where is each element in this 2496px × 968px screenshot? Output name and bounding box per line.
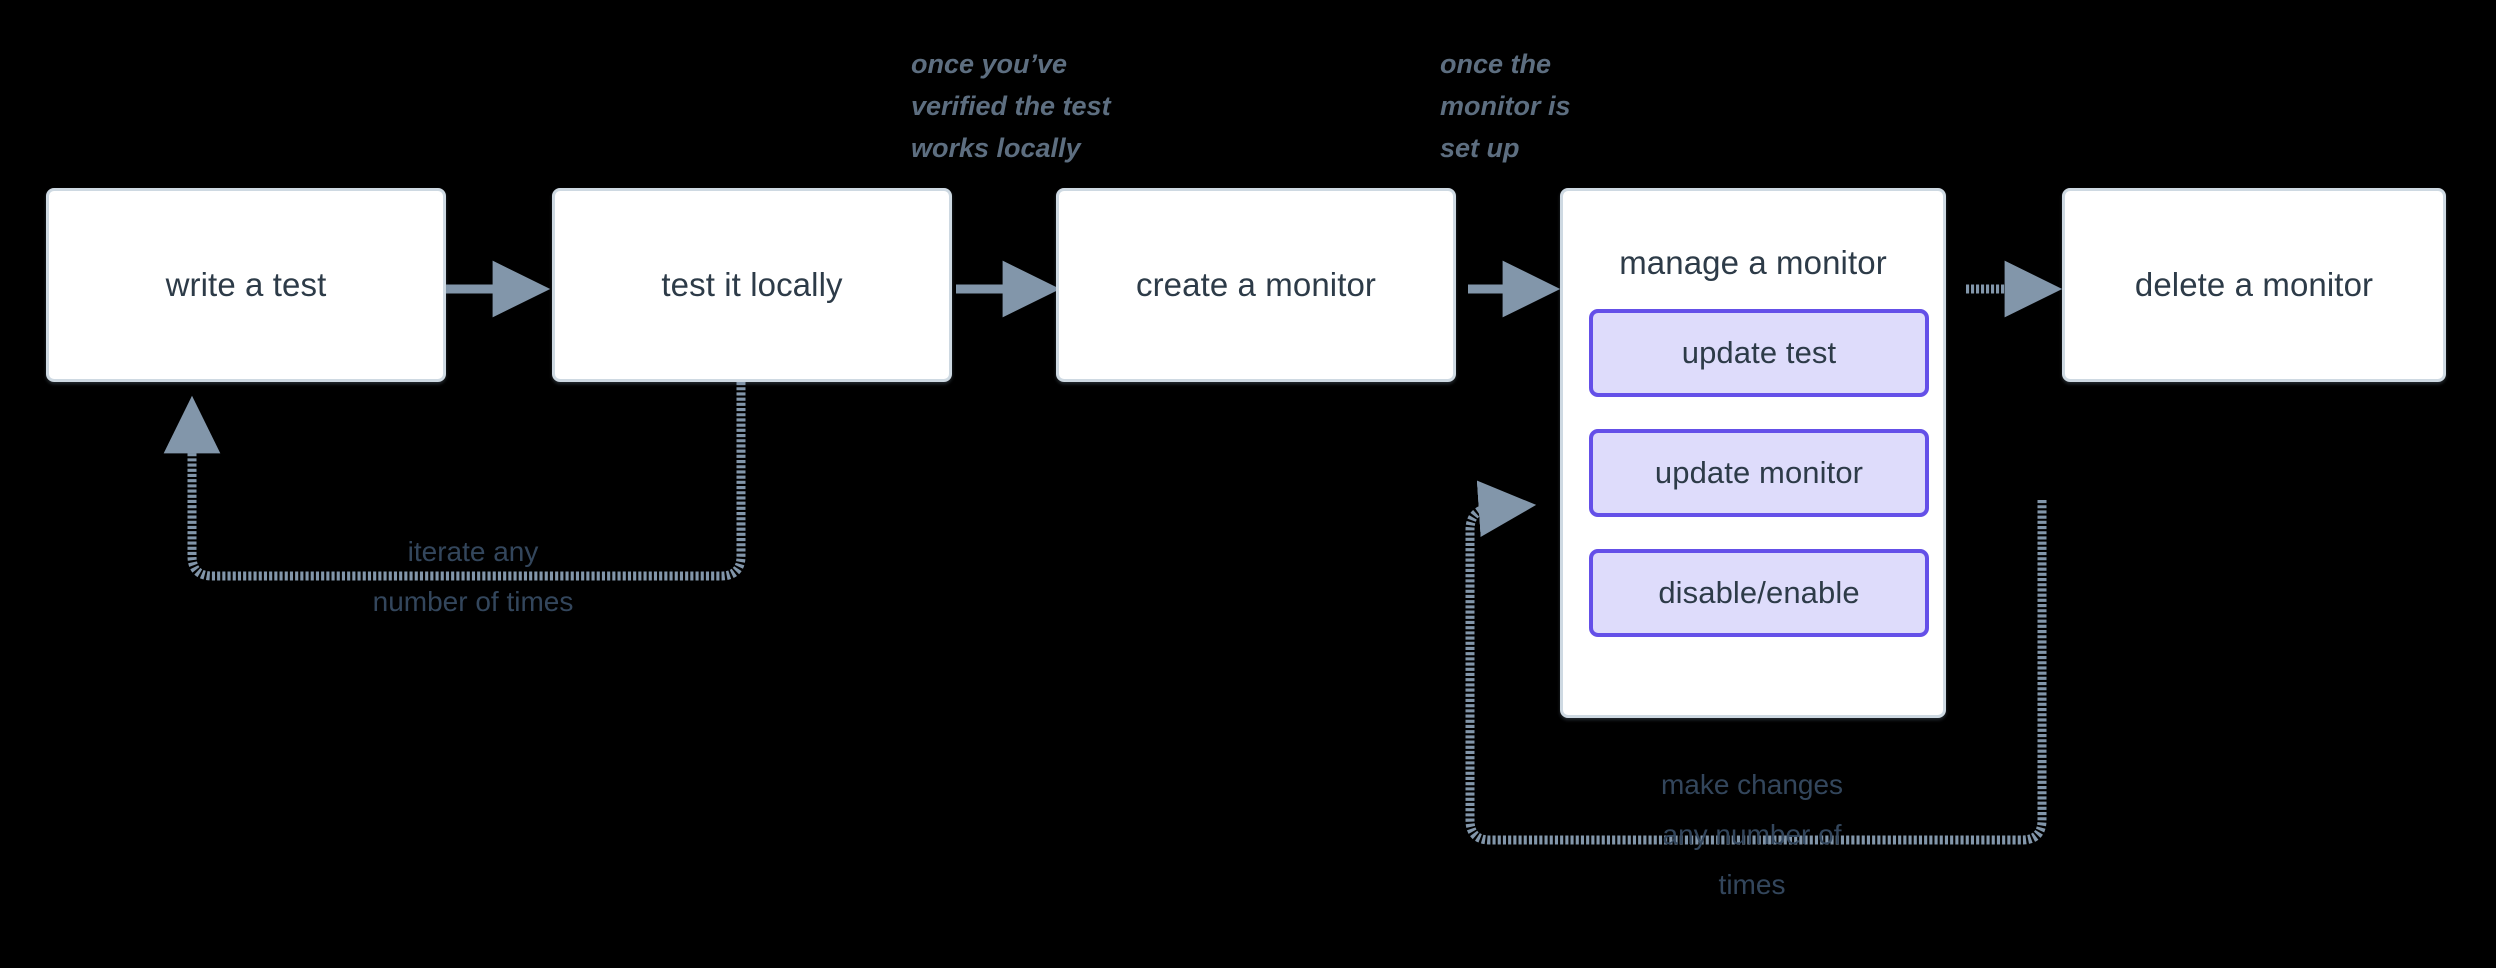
- node-create-a-monitor[interactable]: create a monitor: [1056, 188, 1456, 382]
- subnode-update-test-label: update test: [1681, 335, 1837, 370]
- subnode-update-monitor-label: update monitor: [1654, 455, 1864, 490]
- subnode-disable-enable-label: disable/enable: [1658, 575, 1860, 610]
- node-create-a-monitor-label: create a monitor: [1135, 266, 1377, 304]
- edge-label-iterate: iterate any number of times: [372, 536, 574, 617]
- node-manage-a-monitor-label: manage a monitor: [1619, 244, 1887, 281]
- node-manage-a-monitor[interactable]: manage a monitor update test update moni…: [1560, 188, 1946, 718]
- subnode-update-test[interactable]: update test: [1589, 309, 1929, 397]
- node-write-a-test[interactable]: write a test: [46, 188, 446, 382]
- subnode-update-monitor[interactable]: update monitor: [1589, 429, 1929, 517]
- edge-label-make-changes: make changes any number of times: [1660, 769, 1844, 900]
- node-test-it-locally[interactable]: test it locally: [552, 188, 952, 382]
- node-delete-a-monitor[interactable]: delete a monitor: [2062, 188, 2446, 382]
- subnode-disable-enable[interactable]: disable/enable: [1589, 549, 1929, 637]
- node-write-a-test-label: write a test: [165, 266, 327, 304]
- note-once-monitor-set-up: once the monitor is set up: [1440, 49, 1571, 163]
- node-test-it-locally-label: test it locally: [661, 266, 843, 304]
- node-delete-a-monitor-label: delete a monitor: [2134, 266, 2374, 304]
- note-once-verified: once you’ve verified the test works loca…: [911, 49, 1111, 163]
